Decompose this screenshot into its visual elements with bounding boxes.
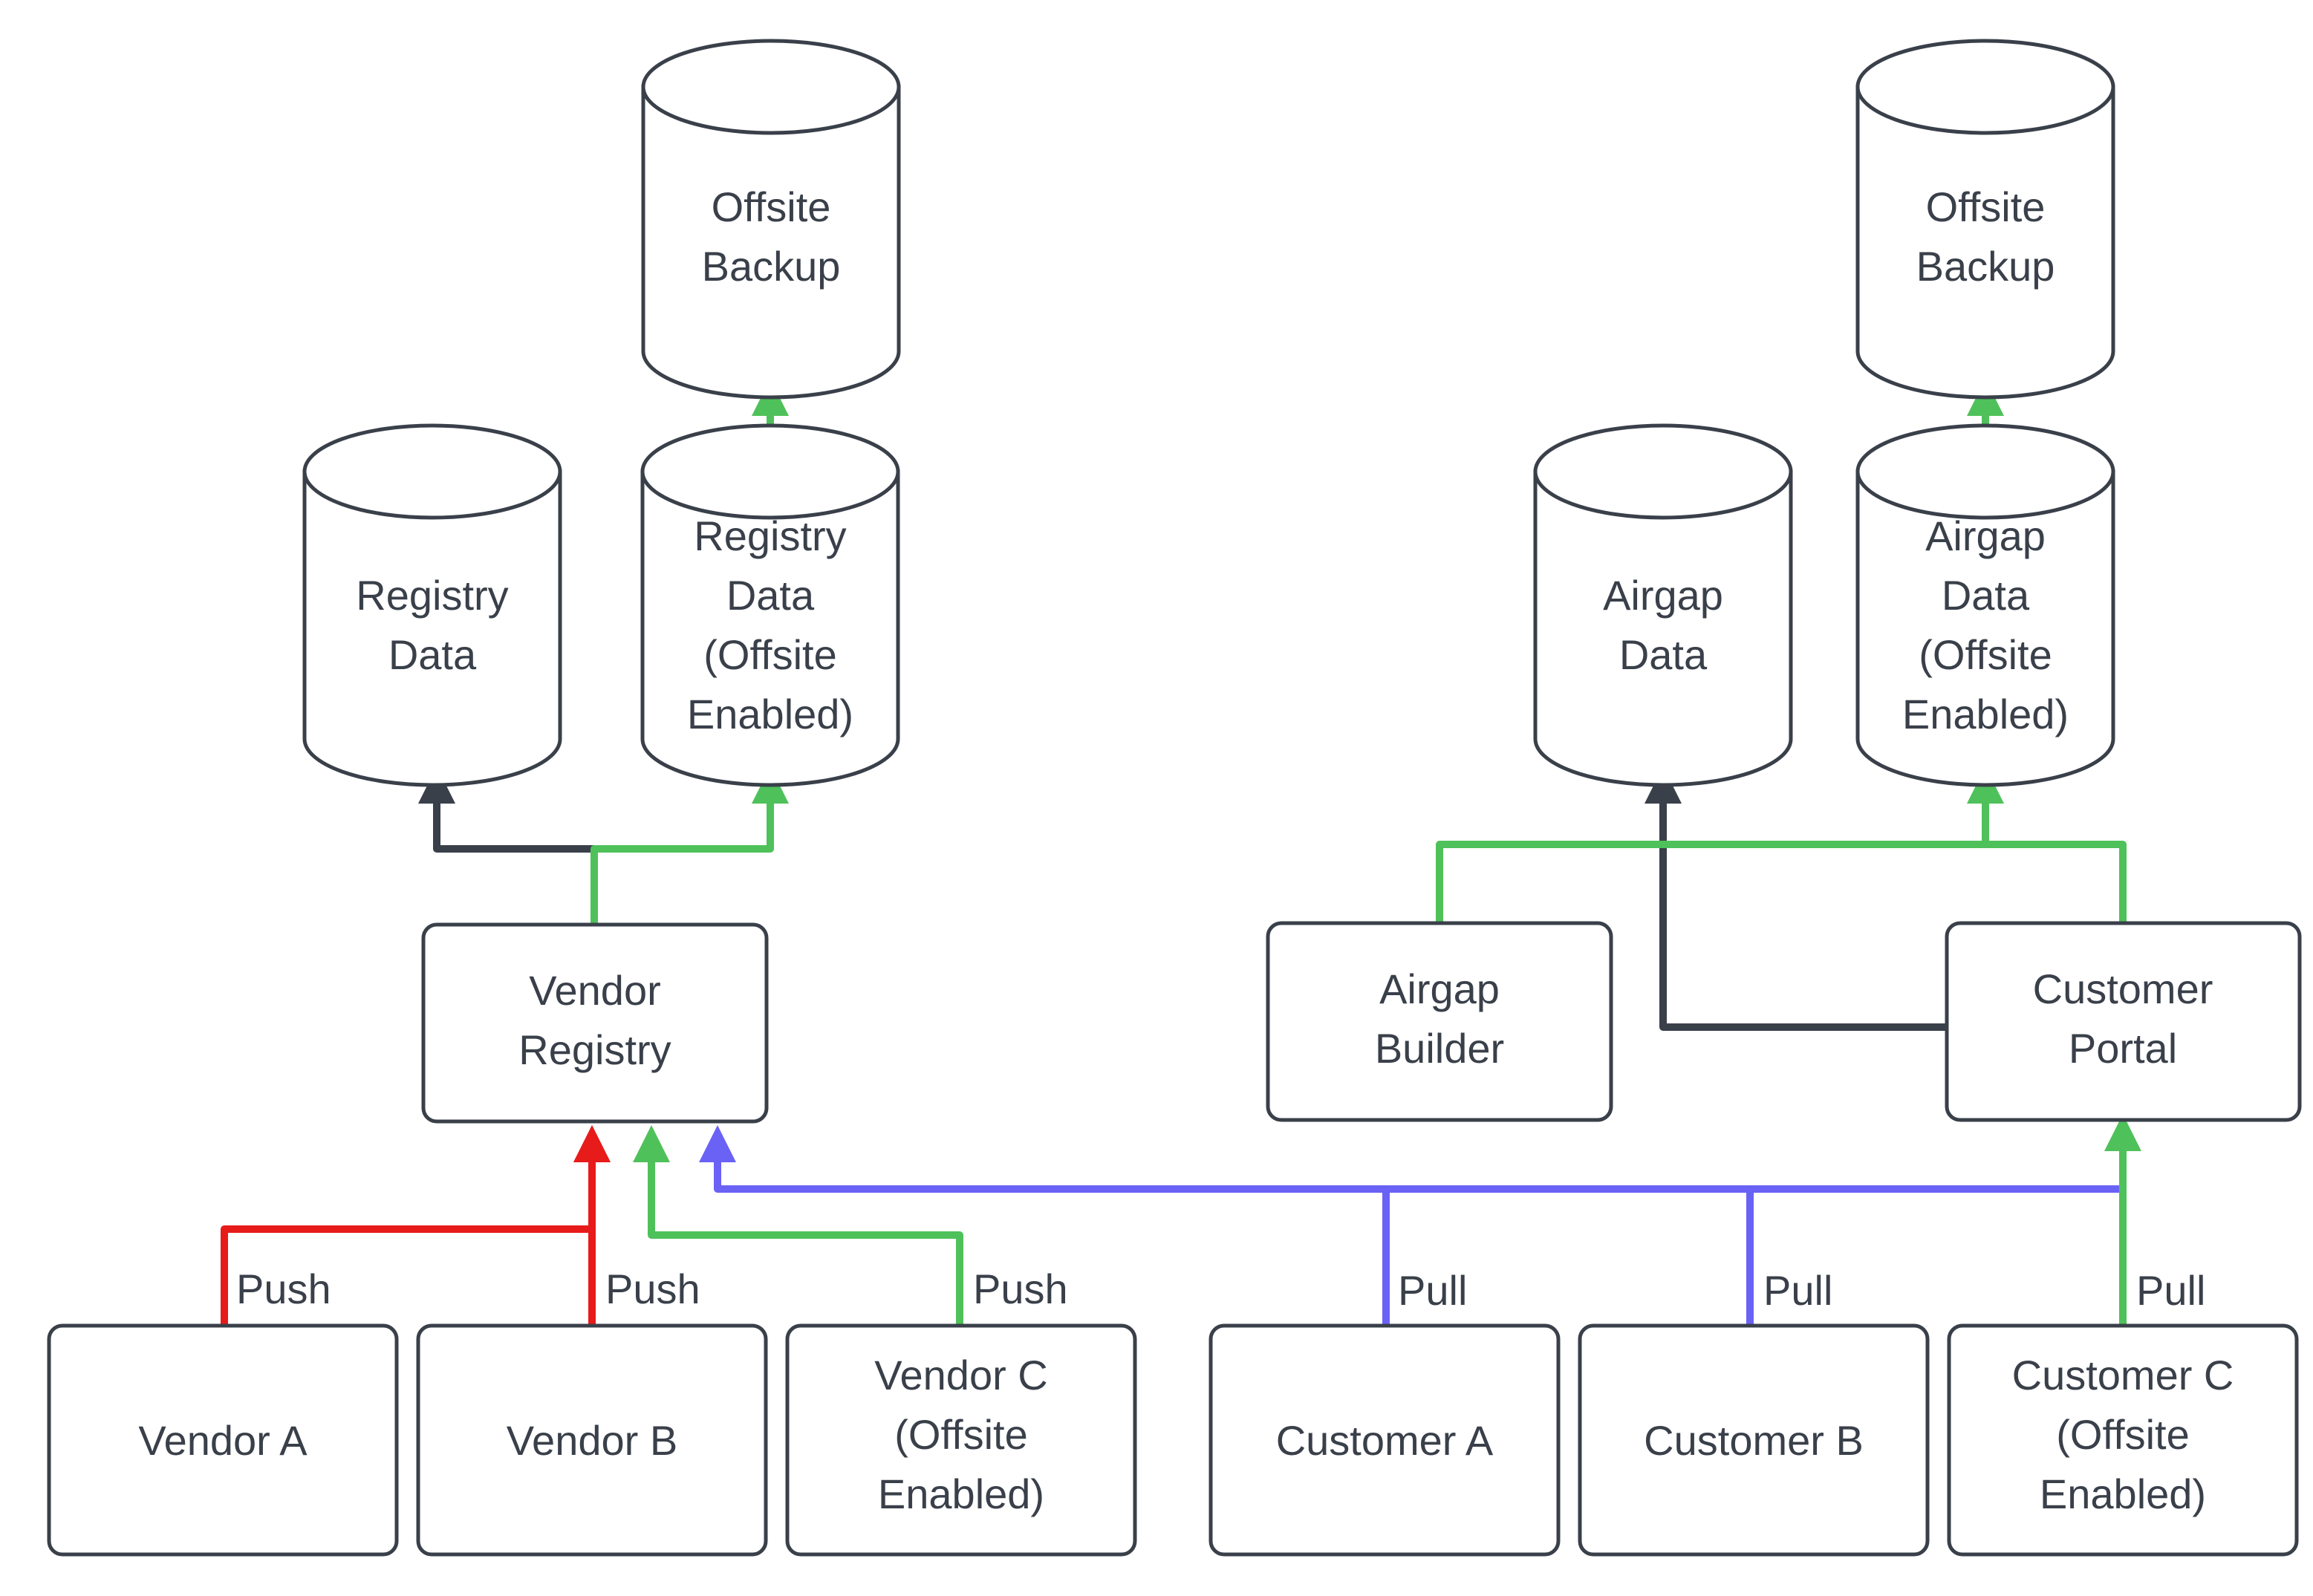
node-label: Vendor B	[507, 1417, 677, 1464]
node-label: Offsite	[712, 183, 831, 230]
node-label: Vendor C	[874, 1352, 1048, 1398]
node-label: (Offsite	[703, 631, 836, 678]
edge-label-push-vendor-c: Push	[973, 1266, 1068, 1312]
node-label: Data	[726, 572, 815, 619]
edge-customer-a-to-registry	[699, 1125, 1390, 1326]
node-airgap-builder[interactable]: Airgap Builder	[1266, 921, 1613, 1122]
node-registry-data-offsite[interactable]: Registry Data (Offsite Enabled)	[640, 423, 900, 787]
edge-label-push-vendor-b: Push	[605, 1266, 700, 1312]
edge-label-pull-customer-a: Pull	[1398, 1267, 1467, 1314]
node-label: Enabled)	[687, 691, 853, 737]
node-airgap-data-offsite[interactable]: Airgap Data (Offsite Enabled)	[1855, 423, 2115, 787]
node-label: Registry	[518, 1026, 671, 1073]
node-customer-portal[interactable]: Customer Portal	[1945, 921, 2302, 1122]
node-customer-a[interactable]: Customer A	[1208, 1323, 1561, 1557]
node-label: (Offsite	[2056, 1411, 2189, 1458]
node-label: Registry	[356, 572, 508, 619]
node-customer-b[interactable]: Customer B	[1578, 1323, 1930, 1557]
node-label: Enabled)	[878, 1470, 1044, 1517]
node-offsite-backup-left[interactable]: Offsite Backup	[641, 39, 901, 400]
edge-customer-portal-to-airgap-data	[1645, 766, 1946, 1031]
edge-vendor-registry-to-registry-data-offsite	[591, 766, 789, 925]
edge-airgap-builder-to-airgap-data-offsite	[1436, 766, 2004, 923]
node-label: Airgap	[1379, 965, 1500, 1012]
edge-vendor-registry-to-registry-data	[418, 766, 594, 853]
node-label: Airgap	[1925, 512, 2046, 559]
node-label: Builder	[1375, 1025, 1504, 1072]
node-label: Data	[1942, 572, 2030, 619]
node-label: Backup	[1916, 243, 2055, 290]
node-label: Customer A	[1276, 1417, 1494, 1464]
node-label: Vendor A	[138, 1417, 308, 1464]
node-label: (Offsite	[1919, 631, 2052, 678]
node-label: Portal	[2069, 1025, 2177, 1072]
node-label: Customer B	[1644, 1417, 1864, 1464]
node-label: Offsite	[1926, 183, 2046, 230]
edge-label-pull-customer-c: Pull	[2136, 1267, 2205, 1314]
edge-customer-portal-to-airgap-data-offsite	[1985, 841, 2127, 923]
edge-label-push-vendor-a: Push	[236, 1266, 331, 1312]
node-label: (Offsite	[894, 1411, 1027, 1458]
node-offsite-backup-right[interactable]: Offsite Backup	[1855, 39, 2115, 400]
node-label: Customer C	[2012, 1352, 2234, 1398]
node-vendor-b[interactable]: Vendor B	[416, 1323, 768, 1557]
node-label: Airgap	[1603, 572, 1723, 619]
node-label: Enabled)	[2040, 1470, 2206, 1517]
node-registry-data[interactable]: Registry Data	[302, 423, 562, 787]
node-customer-c[interactable]: Customer C (Offsite Enabled)	[1947, 1323, 2299, 1557]
node-label: Vendor	[529, 967, 661, 1014]
node-label: Data	[1619, 631, 1708, 678]
node-label: Registry	[694, 512, 846, 559]
node-vendor-c[interactable]: Vendor C (Offsite Enabled)	[785, 1323, 1137, 1557]
node-airgap-data[interactable]: Airgap Data	[1533, 423, 1793, 787]
edge-label-pull-customer-b: Pull	[1763, 1267, 1832, 1314]
node-vendor-registry[interactable]: Vendor Registry	[421, 922, 769, 1124]
node-label: Backup	[702, 243, 841, 290]
node-vendor-a[interactable]: Vendor A	[47, 1323, 399, 1557]
node-label: Customer	[2033, 965, 2213, 1012]
node-label: Enabled)	[1902, 691, 2069, 737]
node-label: Data	[388, 631, 477, 678]
edge-vendor-c-to-registry	[633, 1125, 963, 1326]
